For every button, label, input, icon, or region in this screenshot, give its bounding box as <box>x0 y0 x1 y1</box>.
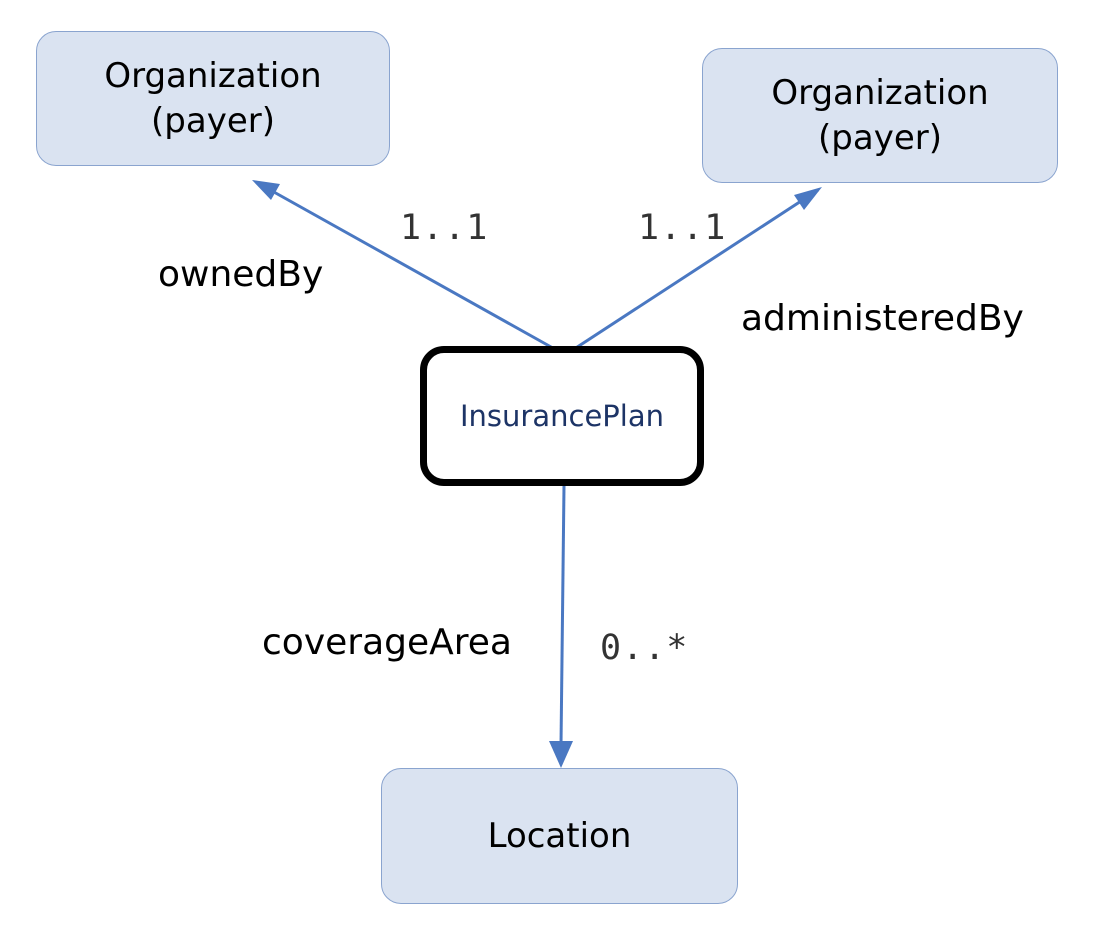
administered-by-multiplicity: 1..1 <box>638 208 727 248</box>
insurance-plan-node: InsurancePlan <box>420 346 704 486</box>
owned-by-arrowhead <box>252 180 280 200</box>
owned-by-edge <box>255 180 561 354</box>
coverage-area-multiplicity: 0..* <box>600 628 689 668</box>
administered-by-edge <box>561 188 819 359</box>
coverage-area-label: coverageArea <box>262 622 512 663</box>
insurance-plan-label: InsurancePlan <box>460 399 664 433</box>
administered-by-label: administeredBy <box>741 298 1024 339</box>
location-node: Location <box>381 768 738 904</box>
org-right-role: (payer) <box>818 117 942 158</box>
owned-by-multiplicity: 1..1 <box>400 208 489 248</box>
owned-by-label: ownedBy <box>158 254 324 295</box>
location-label: Location <box>487 815 632 856</box>
administered-by-arrowhead <box>794 187 822 210</box>
coverage-area-arrowhead <box>549 741 573 768</box>
org-left-role: (payer) <box>151 100 275 141</box>
organization-payer-administrator-node: Organization (payer) <box>702 48 1058 183</box>
coverage-area-edge <box>559 485 566 746</box>
org-right-name: Organization <box>771 73 989 114</box>
org-left-name: Organization <box>104 56 322 97</box>
organization-payer-owner-node: Organization (payer) <box>36 31 390 166</box>
